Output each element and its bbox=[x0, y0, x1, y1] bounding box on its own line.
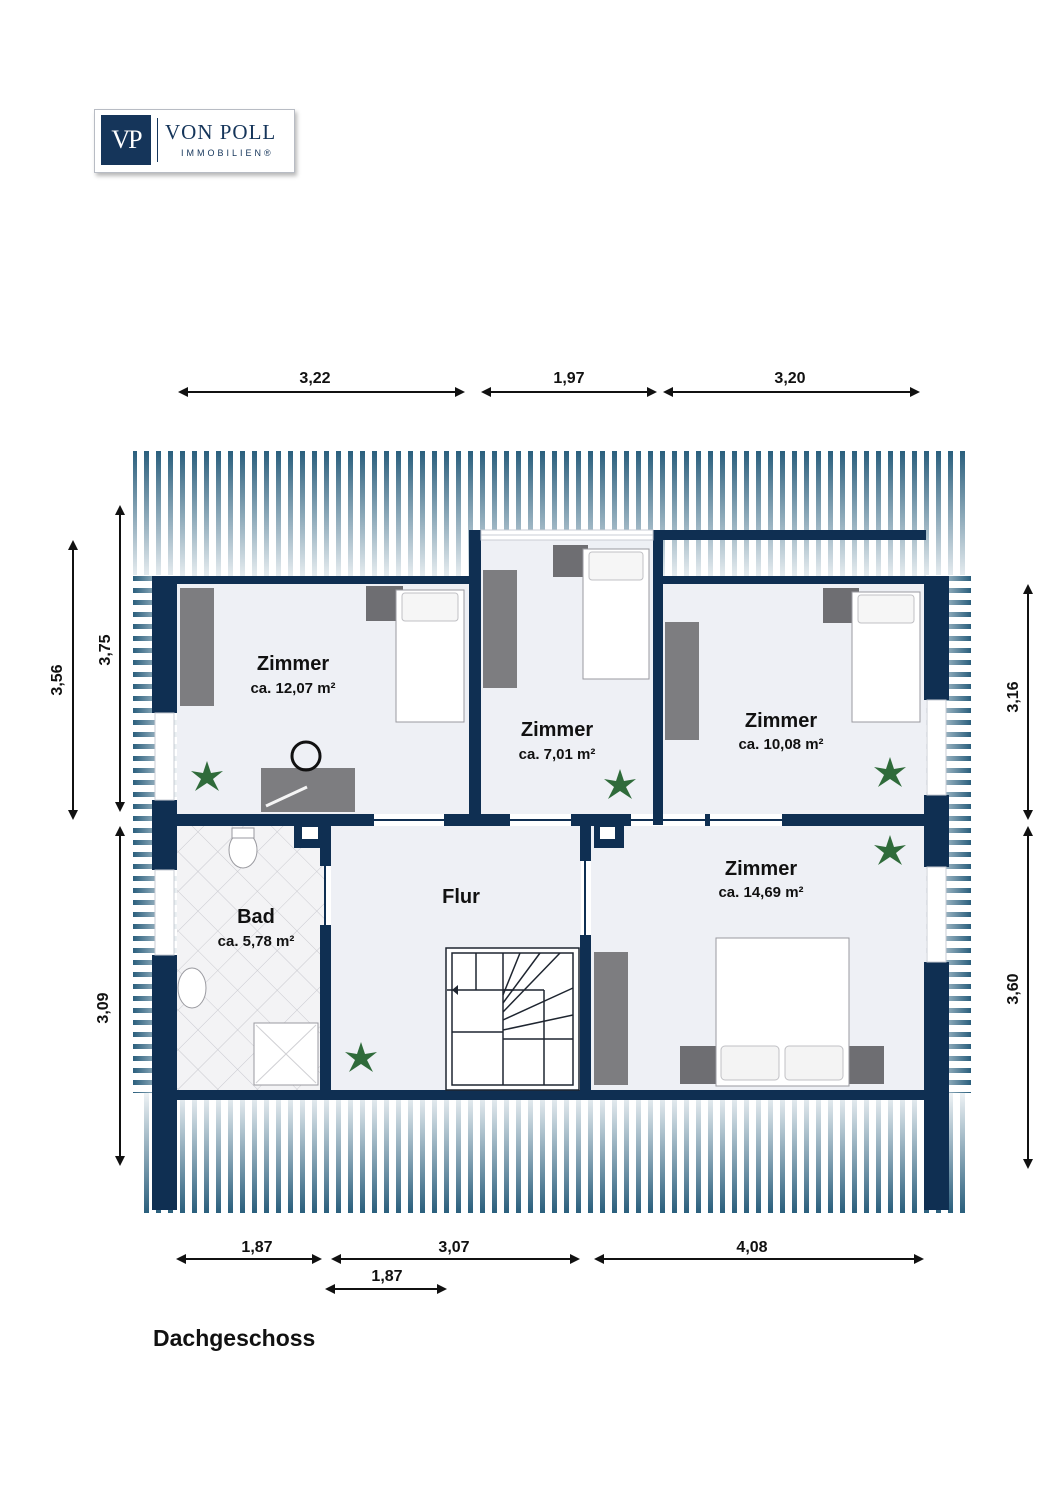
room-name-flur: Flur bbox=[442, 886, 480, 908]
room-name-bad: Bad bbox=[237, 906, 275, 928]
dim-bottom-2: 3,07 bbox=[438, 1239, 469, 1256]
desk-chair bbox=[290, 740, 322, 772]
dim-bottom-extra: 1,87 bbox=[371, 1268, 402, 1285]
dim-top-2: 1,97 bbox=[553, 370, 584, 387]
von-poll-logo: VP VON POLL IMMOBILIEN® bbox=[94, 109, 295, 173]
dim-top-1: 3,22 bbox=[299, 370, 330, 387]
dim-left-lower: 3,09 bbox=[95, 992, 112, 1023]
wardrobe bbox=[180, 588, 214, 706]
logo-mark: VP bbox=[101, 115, 151, 165]
room-area-bad: ca. 5,78 m² bbox=[218, 933, 295, 950]
dim-left-outer: 3,56 bbox=[49, 664, 66, 695]
floor-title: Dachgeschoss bbox=[153, 1325, 316, 1351]
staircase bbox=[445, 947, 580, 1091]
room-name-zimmer-1: Zimmer bbox=[257, 653, 329, 675]
dim-right-lower: 3,60 bbox=[1005, 973, 1022, 1004]
washbasin bbox=[177, 967, 207, 1009]
logo-name: VON POLL bbox=[165, 120, 277, 144]
logo-separator bbox=[157, 118, 158, 162]
room-name-zimmer-2: Zimmer bbox=[521, 719, 593, 741]
walls bbox=[152, 530, 949, 1210]
room-area-zimmer-1: ca. 12,07 m² bbox=[250, 680, 335, 697]
furniture bbox=[177, 545, 921, 1087]
dim-bottom-1: 1,87 bbox=[241, 1239, 272, 1256]
room-area-zimmer-3: ca. 10,08 m² bbox=[738, 736, 823, 753]
desk bbox=[261, 768, 355, 812]
dim-right-upper: 3,16 bbox=[1005, 681, 1022, 712]
dim-top-3: 3,20 bbox=[774, 370, 805, 387]
windows bbox=[154, 529, 947, 963]
room-name-zimmer-4: Zimmer bbox=[725, 858, 797, 880]
logo-subtitle: IMMOBILIEN® bbox=[181, 148, 274, 158]
roof-overhangs bbox=[133, 451, 971, 1213]
dim-bottom-3: 4,08 bbox=[736, 1239, 767, 1256]
door-openings bbox=[324, 819, 782, 935]
dimension-lines bbox=[68, 387, 1033, 1294]
plants bbox=[191, 757, 906, 1072]
dim-left-upper: 3,75 bbox=[97, 634, 114, 665]
room-area-zimmer-2: ca. 7,01 m² bbox=[519, 746, 596, 763]
room-area-zimmer-4: ca. 14,69 m² bbox=[718, 884, 803, 901]
room-name-zimmer-3: Zimmer bbox=[745, 710, 817, 732]
